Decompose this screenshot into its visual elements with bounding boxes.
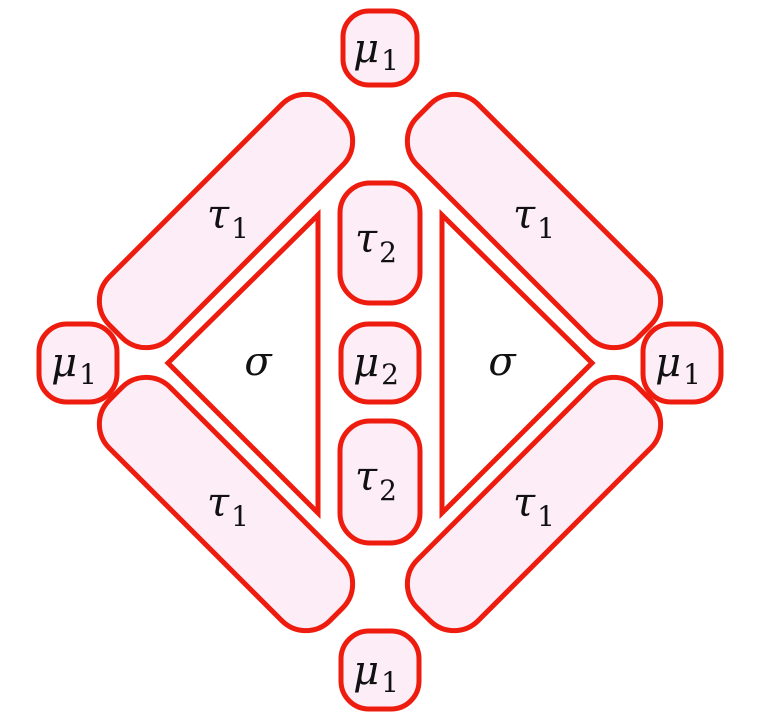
tau1-bottom-left-cell: τ1 (96, 374, 356, 634)
tau2-bottom-label: τ2 (355, 454, 397, 507)
tau1-bottom-left-label: τ1 (207, 480, 249, 533)
tau1-top-right-cell: τ1 (404, 91, 664, 351)
sigma-right-label: σ (488, 339, 517, 385)
mu2-label: μ2 (353, 340, 399, 391)
tau2-top-cell: τ2 (337, 180, 423, 306)
mu2-cell: μ2 (338, 321, 422, 405)
mu1-top-label: μ1 (353, 26, 399, 77)
mu1-bottom-cell: μ1 (338, 628, 422, 712)
tau1-top-right-label: τ1 (513, 192, 555, 245)
mu1-right-label: μ1 (655, 340, 701, 391)
tau1-top-left-label: τ1 (207, 192, 249, 245)
tau2-bottom-cell: τ2 (337, 418, 423, 546)
tau1-bottom-right-cell: τ1 (404, 374, 664, 634)
sigma-left-cell: σ (164, 209, 321, 520)
tau1-top-left-cell: τ1 (96, 91, 356, 351)
sigma-left-label: σ (244, 339, 273, 385)
tau2-top-label: τ2 (355, 216, 397, 269)
sigma-right-cell: σ (439, 209, 596, 520)
mu1-left-cell: μ1 (36, 321, 120, 405)
mu1-bottom-label: μ1 (353, 648, 399, 699)
tau1-bottom-right-label: τ1 (513, 480, 555, 533)
mu1-right-cell: μ1 (640, 321, 724, 405)
mu1-left-label: μ1 (51, 340, 97, 391)
mu1-top-cell: μ1 (340, 8, 420, 88)
